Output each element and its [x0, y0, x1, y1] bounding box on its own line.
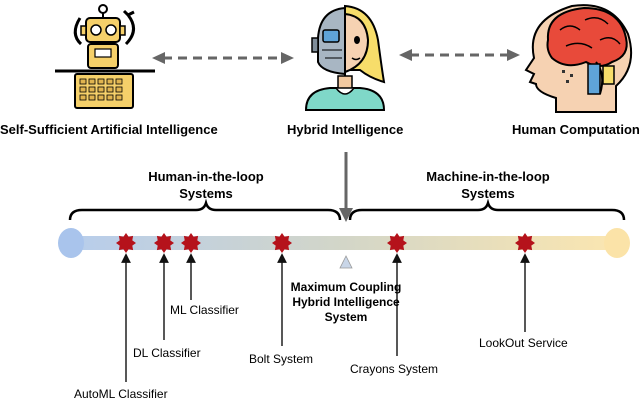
dashed-link-right [399, 49, 520, 61]
spectrum-bar [70, 236, 618, 250]
spectrum-left-end [58, 228, 84, 258]
marker-crayons-system [387, 233, 407, 253]
marker-automl-classifier [116, 233, 136, 253]
label-self-sufficient-ai: Self-Sufficient Artificial Intelligence [0, 122, 218, 137]
marker-lookout-service [515, 233, 535, 253]
label-hybrid-intelligence: Hybrid Intelligence [287, 122, 404, 137]
annotation-crayons-system: Crayons System [350, 362, 439, 376]
marker-dl-classifier [154, 233, 174, 253]
system-markers [116, 233, 535, 253]
marker-ml-classifier [181, 233, 201, 253]
group-title-machine-in-the-loop: Machine-in-the-loop Systems [408, 168, 568, 202]
center-system-label: Maximum Coupling Hybrid Intelligence Sys… [276, 280, 416, 325]
robot-icon [55, 4, 155, 109]
annotation-lookout-service: LookOut Service [479, 336, 568, 350]
center-label-line1: Maximum Coupling [290, 280, 402, 294]
brace-machine-in-the-loop [348, 198, 626, 221]
center-label-line3: System [324, 310, 368, 324]
dashed-link-left [152, 52, 294, 64]
center-triangle-marker [339, 255, 353, 269]
annotation-ml-classifier: ML Classifier [170, 303, 239, 317]
brace-human-in-the-loop [68, 198, 342, 221]
group-title-machine-line1: Machine-in-the-loop [426, 169, 550, 184]
center-label-line2: Hybrid Intelligence [292, 295, 400, 309]
annotation-bolt-system: Bolt System [249, 352, 314, 366]
annotation-arrows [121, 253, 530, 382]
human-brain-icon [524, 4, 632, 113]
annotation-dl-classifier: DL Classifier [133, 346, 201, 360]
marker-bolt-system [272, 233, 292, 253]
group-title-machine-line2: Systems [461, 186, 515, 201]
hybrid-down-arrow [339, 152, 353, 222]
group-title-human-in-the-loop: Human-in-the-loop Systems [126, 168, 286, 202]
group-title-human-line2: Systems [179, 186, 233, 201]
annotation-automl-classifier: AutoML Classifier [74, 387, 168, 401]
label-human-computation: Human Computation [512, 122, 640, 137]
hybrid-human-robot-icon [304, 4, 386, 111]
spectrum-right-end [604, 228, 630, 258]
group-title-human-line1: Human-in-the-loop [148, 169, 264, 184]
